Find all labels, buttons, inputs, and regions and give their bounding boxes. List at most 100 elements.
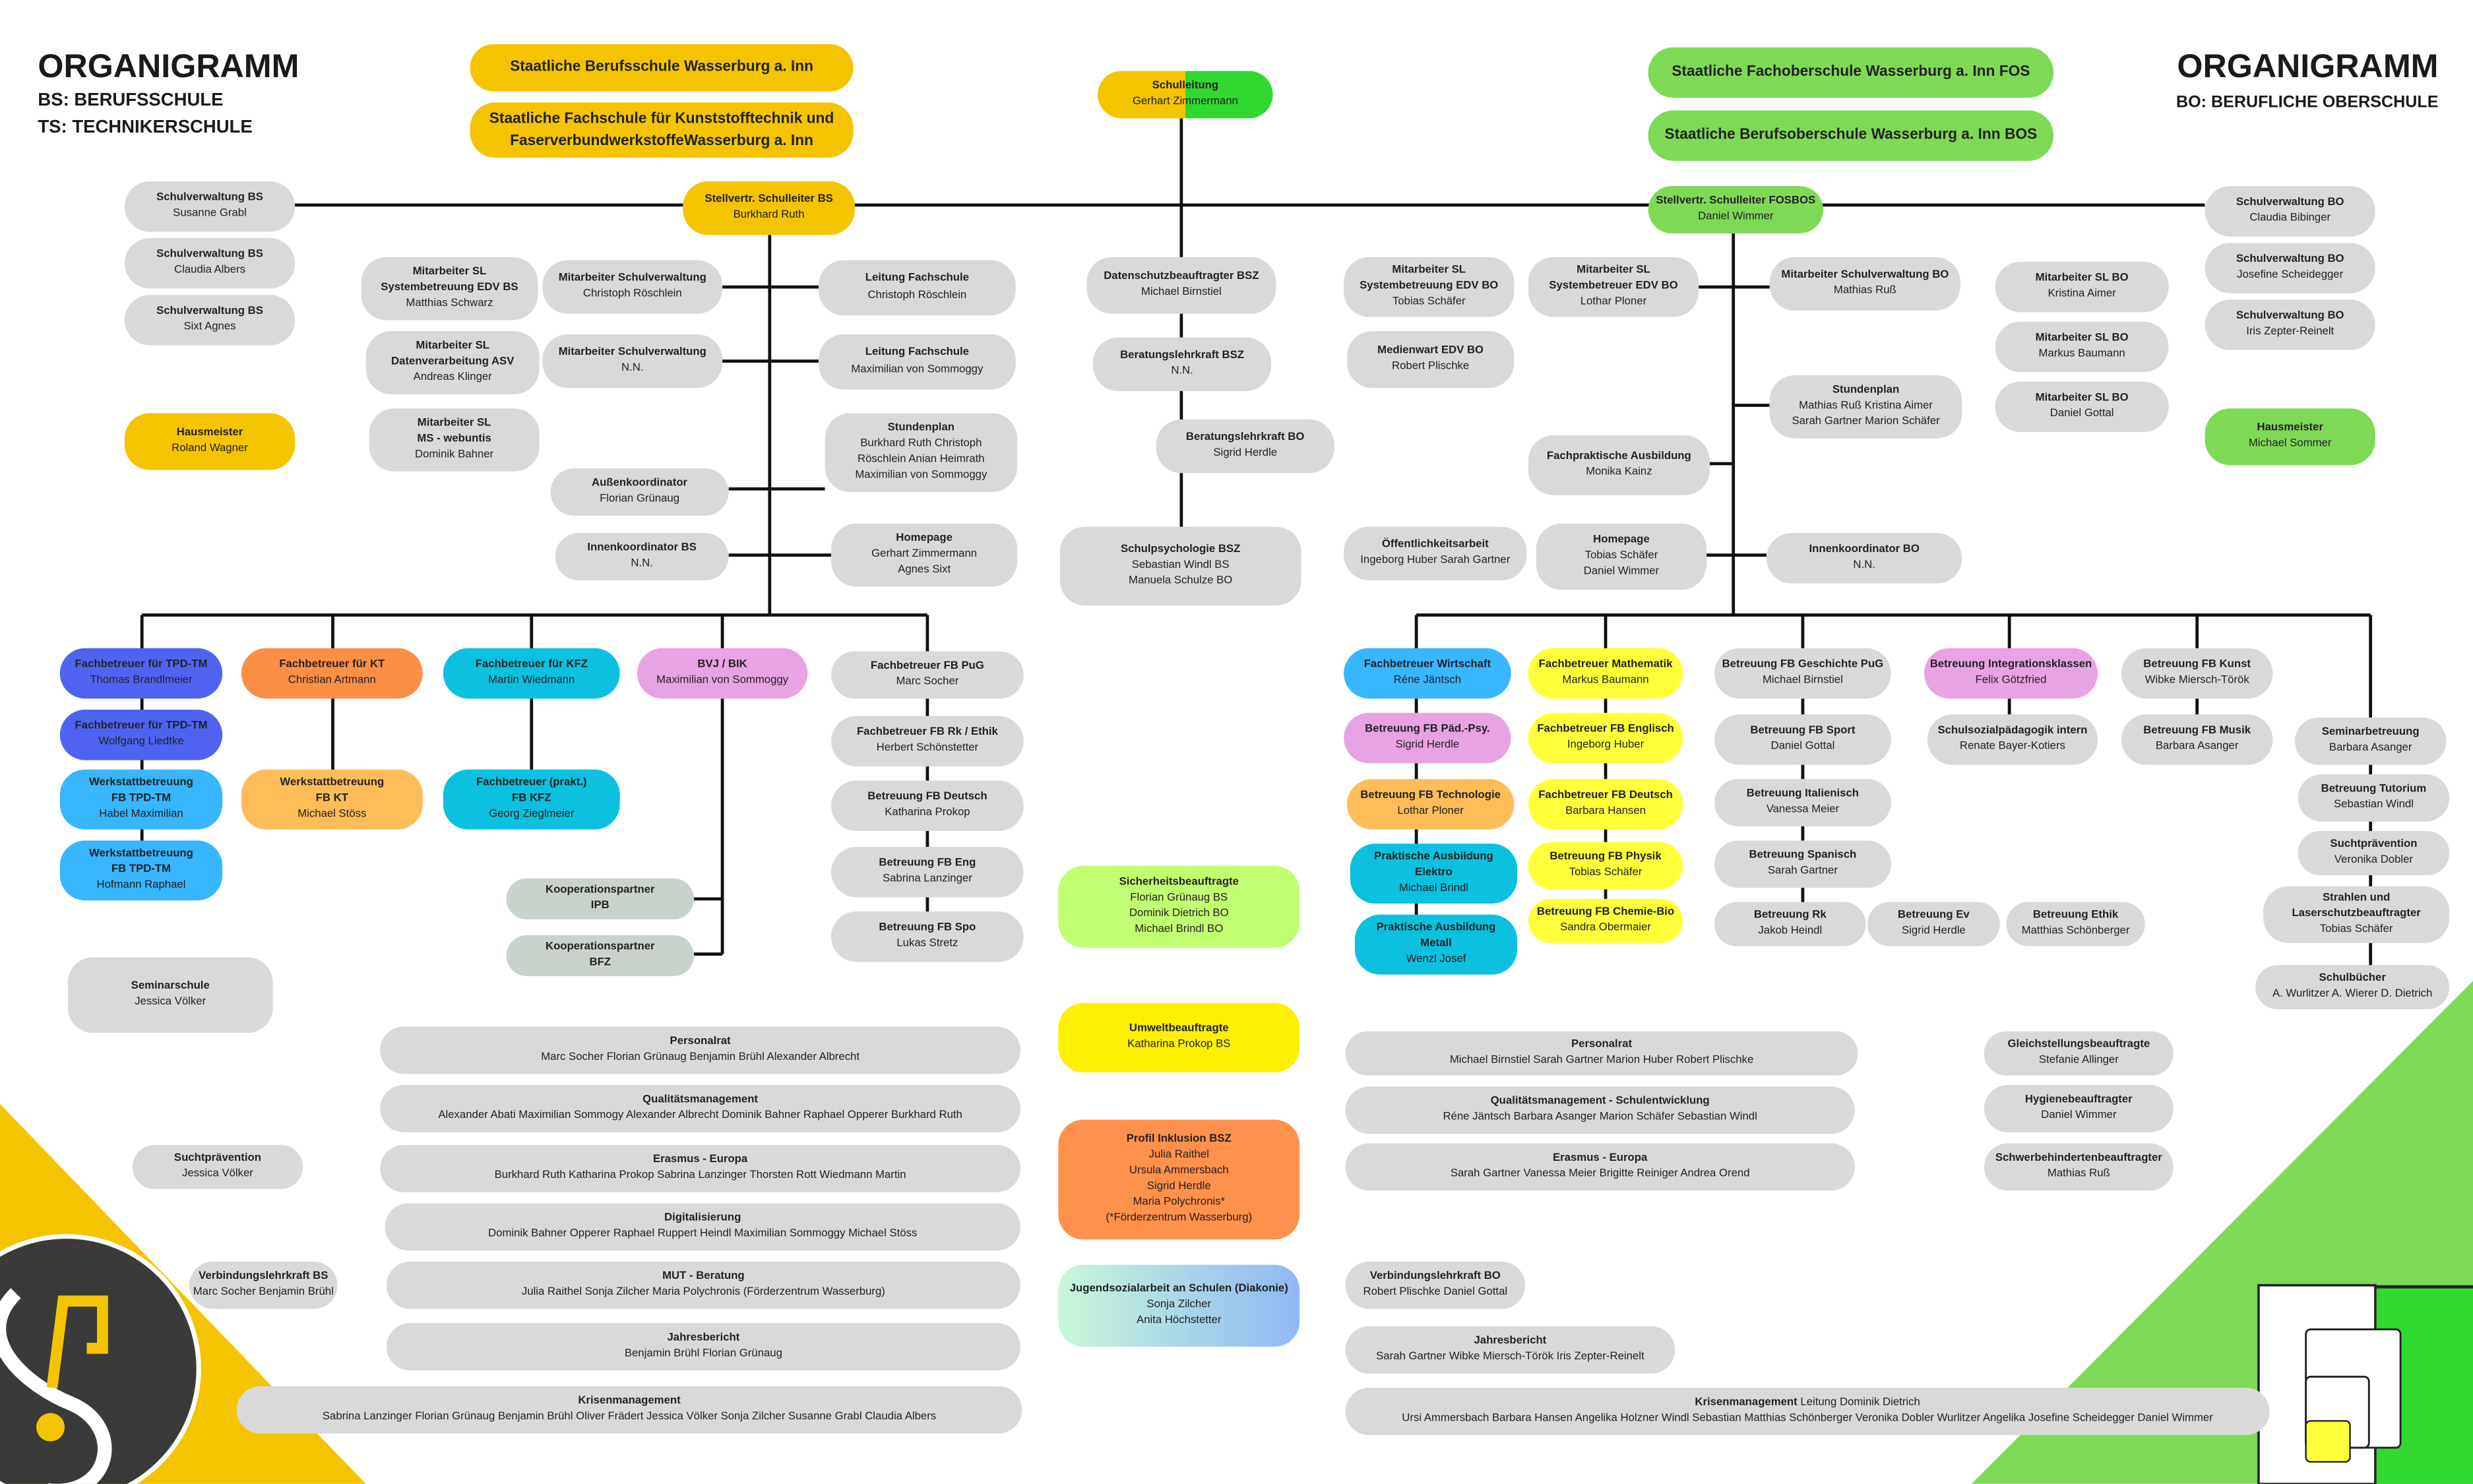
node-member: Ingeborg Huber (1567, 739, 1644, 751)
node-member: Christian Artmann (288, 675, 376, 687)
node-member: Sandra Obermaier (1560, 922, 1651, 934)
right-subtitle-bo: BO: BERUFLICHE OBERSCHULE (2176, 93, 2439, 112)
node-title: Mitarbeiter SL (412, 266, 487, 278)
node-member: Michael Birnstiel (1762, 675, 1843, 687)
node-member: Réne Jäntsch (1393, 675, 1462, 687)
node-member: Sarah Gartner (1767, 865, 1838, 877)
node-title: Schwerbehindertenbeauftragter (1995, 1152, 2162, 1164)
node-member: N.N. (1853, 559, 1875, 571)
node-title: Schulverwaltung BO (2236, 253, 2344, 265)
node-member: N.N. (621, 362, 644, 374)
node-title: Fachbetreuer FB Englisch (1537, 724, 1674, 735)
node-member: Sabrina Lanzinger (882, 873, 972, 885)
node-title: Schulverwaltung BO (2236, 197, 2344, 208)
node-member: Iris Zepter-Reinelt (2246, 326, 2334, 338)
node-member: Wibke Miersch-Török (2144, 675, 2249, 687)
node-title: Fachbetreuer für TPD-TM (75, 659, 208, 670)
node-title: Medienwart EDV BO (1377, 345, 1484, 357)
node-member: A. Wurlitzer A. Wierer D. Dietrich (2272, 989, 2433, 1000)
node-subtitle: Systembetreuung EDV BS (381, 282, 518, 294)
node-title: MUT - Beratung (662, 1270, 745, 1282)
node-title-suffix: Leitung Dominik Dietrich (1797, 1397, 1920, 1408)
node-member: Daniel Wimmer (2041, 1110, 2117, 1122)
node-title: Stundenplan (1832, 384, 1900, 396)
node-title: Mitarbeiter Schulverwaltung (558, 346, 706, 358)
node-title: Schulverwaltung BS (156, 305, 263, 317)
node-member: Thomas Brandlmeier (90, 675, 193, 687)
node-member: Josefine Scheidegger (2237, 269, 2344, 281)
node-title: Suchtprävention (173, 1152, 261, 1164)
node-member: N.N. (631, 558, 653, 570)
node-member: Matthias Schwarz (406, 298, 493, 309)
node-member: Daniel Gottal (2050, 408, 2114, 420)
node-jugendsozial: Jugendsozialarbeit an Schulen (Diakonie)… (1058, 1264, 1300, 1347)
node-title: Strahlen und (2323, 892, 2391, 904)
node-member: Sigrid Herdle (1901, 925, 1966, 937)
node-title: Mitarbeiter SL (1577, 264, 1650, 276)
node-member: Sarah Gartner Marion Schäfer (1792, 416, 1940, 428)
node-member: Sigrid Herdle (1213, 448, 1278, 459)
node-title: Hygienebeauftragter (2024, 1094, 2133, 1105)
node-member: Martin Wiedmann (488, 675, 575, 687)
node-title: Betreuung Ethik (2032, 910, 2119, 921)
node-title: Schulleitung (1152, 80, 1219, 92)
node-title: Schulpsychologie BSZ (1120, 543, 1241, 555)
node-title: Praktische Ausbildung (1374, 851, 1493, 863)
node-member: Christoph Röschlein (867, 289, 967, 301)
node-title: Kooperationspartner (545, 884, 655, 896)
node-title: Stellvertr. Schulleiter BS (704, 193, 833, 205)
node-title: Mitarbeiter Schulverwaltung (558, 272, 706, 284)
node-member: Kristina Aimer (2048, 288, 2116, 300)
node-title: Fachbetreuer für KT (279, 659, 385, 670)
node-member: Barbara Asanger (2155, 741, 2239, 753)
node-member: Daniel Wimmer (1698, 211, 1774, 223)
node-member: (*Förderzentrum Wasserburg) (1106, 1213, 1253, 1225)
node-member: Tobias Schäfer (1569, 867, 1643, 879)
node-member: Sebastian Windl (2333, 799, 2414, 811)
node-member: Michael Sommer (2248, 438, 2332, 450)
node-member: N.N. (1171, 365, 1193, 377)
node-member: Veronika Dobler (2334, 854, 2414, 866)
node-title: Leitung Fachschule (865, 347, 969, 359)
node-member: Sonja Zilcher (1146, 1299, 1212, 1311)
node-title: Suchtprävention (2330, 838, 2418, 850)
node-title: Krisenmanagement (578, 1395, 681, 1407)
node-member: Michael Brindl BO (1135, 924, 1224, 936)
school-bos-banner: Staatliche Berufsoberschule Wasserburg a… (1648, 110, 2054, 161)
node-subtitle: IPB (590, 900, 610, 912)
node-member: Lukas Stretz (896, 938, 958, 950)
